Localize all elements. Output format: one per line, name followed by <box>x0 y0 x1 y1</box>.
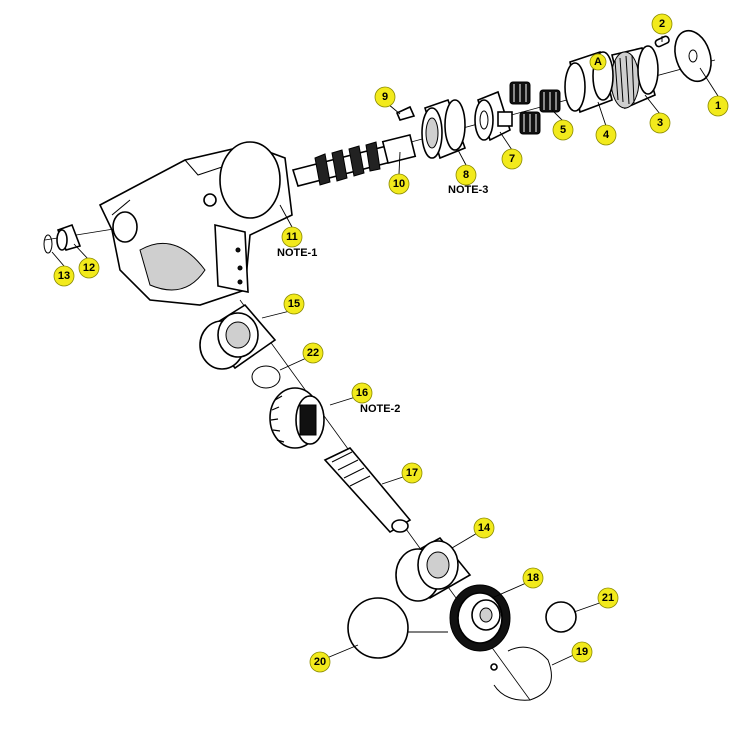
part-16-bevel-gear <box>269 387 325 449</box>
callout-badges: 1 2 3 4 5 7 8 9 10 11 12 13 14 15 16 17 … <box>53 13 729 673</box>
part-8-bearing <box>421 98 467 160</box>
note-1-label: NOTE-1 <box>277 247 317 259</box>
callout-5: 5 <box>552 119 574 141</box>
part-12-bushing <box>56 223 82 251</box>
callout-label: 16 <box>356 387 368 399</box>
part-17-shaft <box>323 447 412 534</box>
callout-8: 8 <box>455 164 477 186</box>
callout-label: 12 <box>83 262 95 274</box>
part-5-pinion-gears <box>509 81 561 135</box>
callout-21: 21 <box>597 587 619 609</box>
callout-label: 9 <box>382 91 388 103</box>
part-20-disc <box>347 597 409 659</box>
part-11-housing <box>98 141 293 306</box>
part-10-worm-shaft <box>291 133 417 187</box>
callout-label: 13 <box>58 270 70 282</box>
callout-18: 18 <box>522 567 544 589</box>
callout-label: 20 <box>314 656 326 668</box>
callout-1: 1 <box>707 95 729 117</box>
part-22-o-ring <box>251 365 281 389</box>
part-15-bearing <box>199 303 277 370</box>
callout-label: 2 <box>659 18 665 30</box>
callout-label: 11 <box>286 231 298 243</box>
callout-label: 10 <box>393 178 405 190</box>
part-3-gear-ring <box>610 45 659 110</box>
callout-label: 14 <box>478 522 491 534</box>
callout-label: 21 <box>602 592 614 604</box>
part-1-washer <box>674 29 712 83</box>
callout-12: 12 <box>78 257 100 279</box>
callout-label: 4 <box>603 129 610 141</box>
callout-19: 19 <box>571 641 593 663</box>
callout-label: 1 <box>715 100 721 112</box>
callout-17: 17 <box>401 462 423 484</box>
callout-11: 11 <box>281 226 303 248</box>
callout-4: 4 <box>595 124 617 146</box>
callout-13: 13 <box>53 265 75 287</box>
callout-label: 5 <box>560 124 566 136</box>
marker-a: A <box>589 53 607 71</box>
callout-label: 22 <box>307 347 319 359</box>
part-7-carrier <box>474 90 513 142</box>
callout-label: 7 <box>509 153 515 165</box>
callout-2: 2 <box>651 13 673 35</box>
leader-lines <box>51 36 719 666</box>
note-3-label: NOTE-3 <box>448 184 488 196</box>
callout-15: 15 <box>283 293 305 315</box>
marker-a-label: A <box>594 56 602 68</box>
part-21-disc <box>545 601 577 633</box>
callout-16: 16 <box>351 382 373 404</box>
part-18-seal <box>449 584 511 652</box>
callout-20: 20 <box>309 651 331 673</box>
note-2-label: NOTE-2 <box>360 403 400 415</box>
callout-label: 15 <box>288 298 300 310</box>
callout-14: 14 <box>473 517 495 539</box>
callout-label: 3 <box>657 117 663 129</box>
part-13-snap-ring <box>43 234 53 254</box>
callout-label: 17 <box>406 467 418 479</box>
callout-label: 19 <box>576 646 588 658</box>
part-19-retaining-ring <box>490 646 552 701</box>
callout-3: 3 <box>649 112 671 134</box>
callout-22: 22 <box>302 342 324 364</box>
callout-9: 9 <box>374 86 396 108</box>
callout-label: 8 <box>463 169 469 181</box>
callout-label: 18 <box>527 572 539 584</box>
callout-10: 10 <box>388 173 410 195</box>
part-9-key <box>395 105 416 121</box>
part-14-bearing <box>395 536 472 602</box>
callout-7: 7 <box>501 148 523 170</box>
